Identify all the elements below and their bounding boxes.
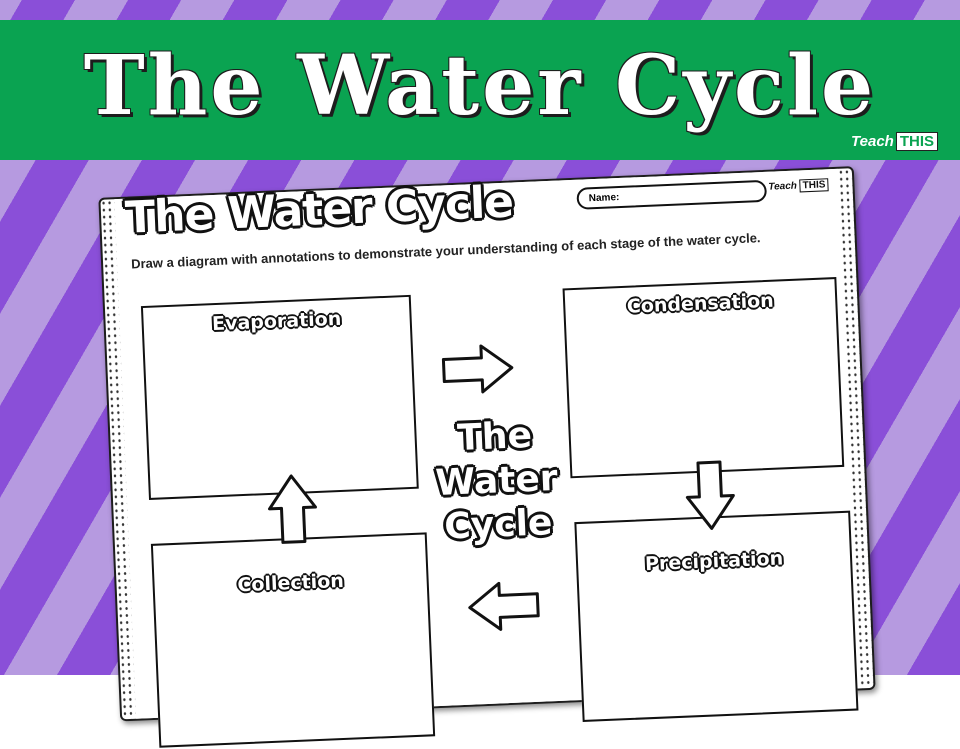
collection-label: Collection	[237, 569, 345, 597]
precipitation-box[interactable]: Precipitation	[574, 510, 859, 723]
name-field[interactable]: Name:	[576, 179, 768, 210]
condensation-box[interactable]: Condensation	[562, 276, 845, 479]
collection-box[interactable]: Collection	[150, 532, 436, 748]
banner-title: The Water Cycle	[83, 38, 877, 134]
worksheet-brand-prefix: Teach	[768, 180, 798, 193]
arrow-right-icon	[441, 344, 514, 394]
center-title-line-1: The	[456, 414, 533, 459]
brand-suffix: THIS	[895, 132, 938, 151]
center-title-line-2: Water	[434, 457, 559, 504]
worksheet: The Water Cycle Name: Teach THIS Draw a …	[98, 166, 876, 748]
condensation-label: Condensation	[626, 289, 775, 318]
arrow-left-icon	[468, 581, 540, 631]
center-title-line-3: Cycle	[443, 502, 554, 548]
worksheet-brand-logo: Teach THIS	[768, 178, 829, 193]
name-label: Name:	[588, 192, 620, 205]
worksheet-brand-suffix: THIS	[799, 178, 829, 193]
arrow-up-icon	[268, 474, 317, 544]
center-title: The Water Cycle	[424, 413, 569, 551]
brand-prefix: Teach	[851, 133, 894, 150]
precipitation-label: Precipitation	[644, 547, 784, 576]
arrow-down-icon	[685, 460, 735, 530]
evaporation-box[interactable]: Evaporation	[140, 294, 419, 500]
worksheet-content: The Water Cycle Name: Teach THIS Draw a …	[114, 168, 860, 748]
evaporation-label: Evaporation	[211, 307, 342, 336]
